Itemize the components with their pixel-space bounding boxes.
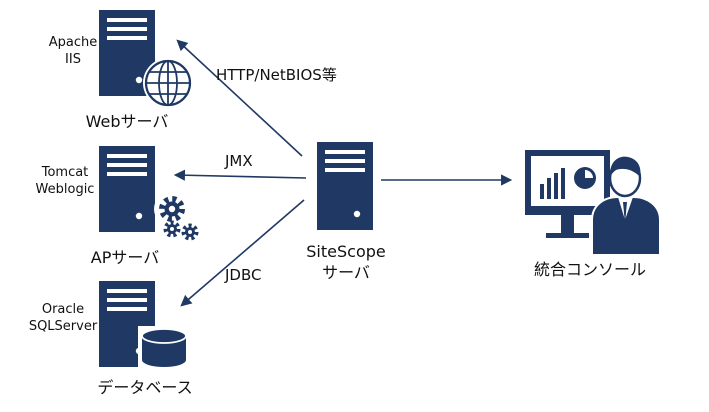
- arrow-to-database: [180, 199, 305, 307]
- web-product-iis: IIS: [65, 52, 81, 67]
- connection-arrows: [173, 39, 513, 307]
- server-icon: [317, 142, 373, 230]
- db-product-sqlserver: SQLServer: [29, 319, 98, 334]
- sitescope-label-line2: サーバ: [322, 263, 370, 282]
- sitescope-server-node: SiteScope サーバ: [306, 142, 386, 282]
- protocol-label-db: JDBC: [224, 266, 261, 284]
- database-cylinder-icon: [138, 326, 190, 368]
- protocol-label-ap: JMX: [224, 152, 253, 170]
- arrow-to-ap-server: [173, 169, 307, 181]
- console-node: 統合コンソール: [525, 150, 661, 279]
- ap-server-label: APサーバ: [91, 248, 159, 267]
- db-product-oracle: Oracle: [42, 302, 84, 317]
- web-server-label: Webサーバ: [86, 112, 169, 131]
- globe-icon: [143, 58, 193, 108]
- ap-server-node: Tomcat Weblogic APサーバ: [36, 146, 203, 267]
- monitor-icon: [525, 150, 610, 238]
- console-label: 統合コンソール: [534, 260, 646, 279]
- web-server-node: Apache IIS Webサーバ: [49, 10, 193, 131]
- operator-person-icon: [591, 156, 661, 256]
- server-icon: [99, 146, 155, 232]
- gears-icon: [154, 191, 203, 245]
- ap-product-weblogic: Weblogic: [36, 182, 95, 197]
- ap-product-tomcat: Tomcat: [41, 165, 89, 180]
- protocol-label-web: HTTP/NetBIOS等: [216, 66, 337, 84]
- sitescope-label-line1: SiteScope: [306, 242, 385, 261]
- arrow-to-web-server: [176, 39, 303, 157]
- database-label: データベース: [97, 378, 192, 397]
- database-node: Oracle SQLServer データベース: [29, 281, 193, 397]
- web-product-apache: Apache: [49, 35, 98, 50]
